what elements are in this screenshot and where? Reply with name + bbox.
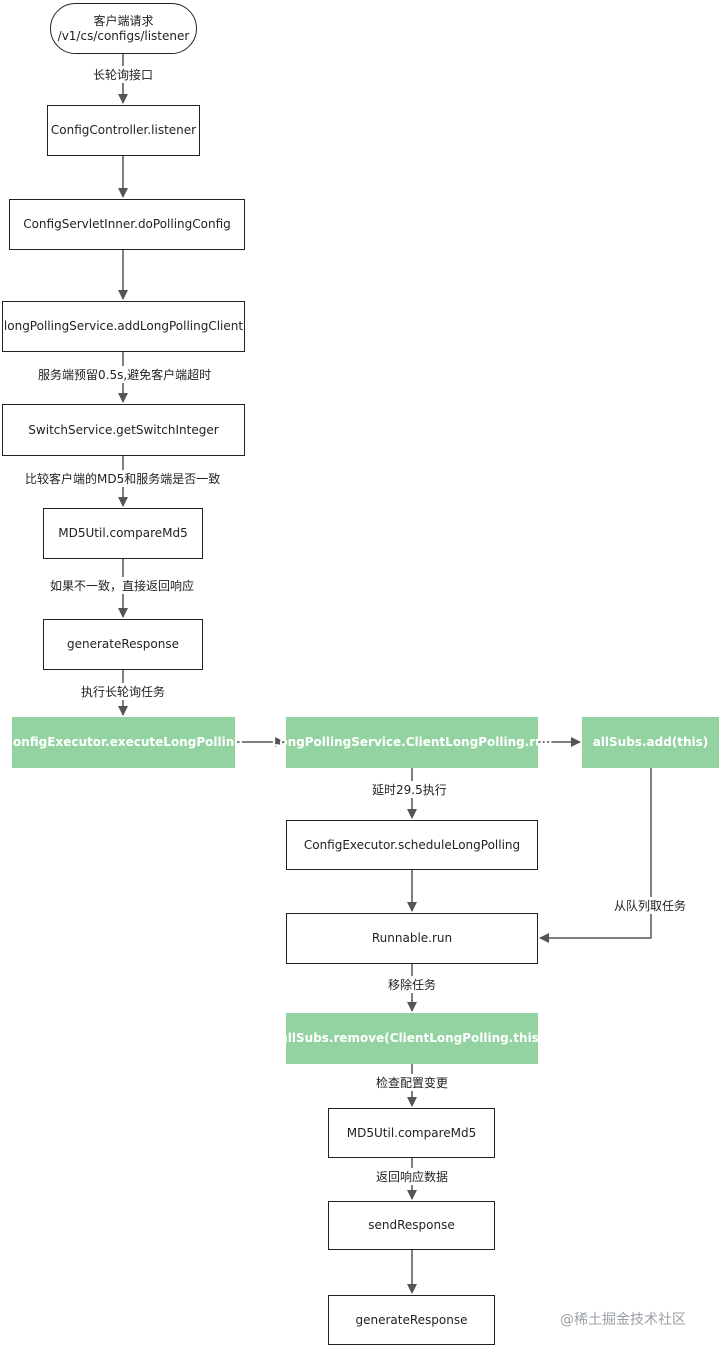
send-response-node: sendResponse xyxy=(328,1201,495,1250)
label-return-data: 返回响应数据 xyxy=(374,1168,451,1185)
label-take-from-queue: 从队列取任务 xyxy=(612,897,689,914)
label-delay-execute: 延时29.5执行 xyxy=(370,781,449,798)
label-remove-task: 移除任务 xyxy=(386,976,439,993)
label-if-inconsistent: 如果不一致，直接返回响应 xyxy=(48,577,197,594)
label-long-polling-api: 长轮询接口 xyxy=(91,66,156,83)
execute-long-polling-node: ConfigExecutor.executeLongPolling xyxy=(4,717,243,768)
edge-add-to-runnable xyxy=(539,768,652,943)
client-long-polling-run-node: LongPollingService.ClientLongPolling.run xyxy=(272,717,552,768)
switch-service-node: SwitchService.getSwitchInteger xyxy=(2,404,245,456)
client-request-title: 客户端请求 xyxy=(93,13,154,28)
servlet-inner-node: ConfigServletInner.doPollingConfig xyxy=(9,199,245,250)
generate-response-node: generateResponse xyxy=(43,619,203,670)
label-server-reserve: 服务端预留0.5s,避免客户端超时 xyxy=(36,366,214,383)
allsubs-remove-node: allSubs.remove(ClientLongPolling.this) xyxy=(280,1013,544,1064)
md5-compare-2-node: MD5Util.compareMd5 xyxy=(328,1108,495,1158)
watermark: @稀土掘金技术社区 xyxy=(560,1312,686,1328)
label-compare-md5: 比较客户端的MD5和服务端是否一致 xyxy=(23,470,223,487)
allsubs-add-node: allSubs.add(this) xyxy=(582,717,719,768)
label-check-change: 检查配置变更 xyxy=(374,1074,451,1091)
md5-compare-node: MD5Util.compareMd5 xyxy=(43,508,203,559)
client-request-path: /v1/cs/configs/listener xyxy=(57,28,190,43)
add-long-polling-client-node: longPollingService.addLongPollingClient xyxy=(2,301,245,352)
runnable-run-node: Runnable.run xyxy=(286,913,538,964)
label-execute-task: 执行长轮询任务 xyxy=(79,683,168,700)
generate-response-2-node: generateResponse xyxy=(328,1295,495,1345)
config-controller-node: ConfigController.listener xyxy=(47,105,200,156)
client-request-node: 客户端请求 /v1/cs/configs/listener xyxy=(50,3,197,54)
schedule-long-polling-node: ConfigExecutor.scheduleLongPolling xyxy=(286,820,538,870)
